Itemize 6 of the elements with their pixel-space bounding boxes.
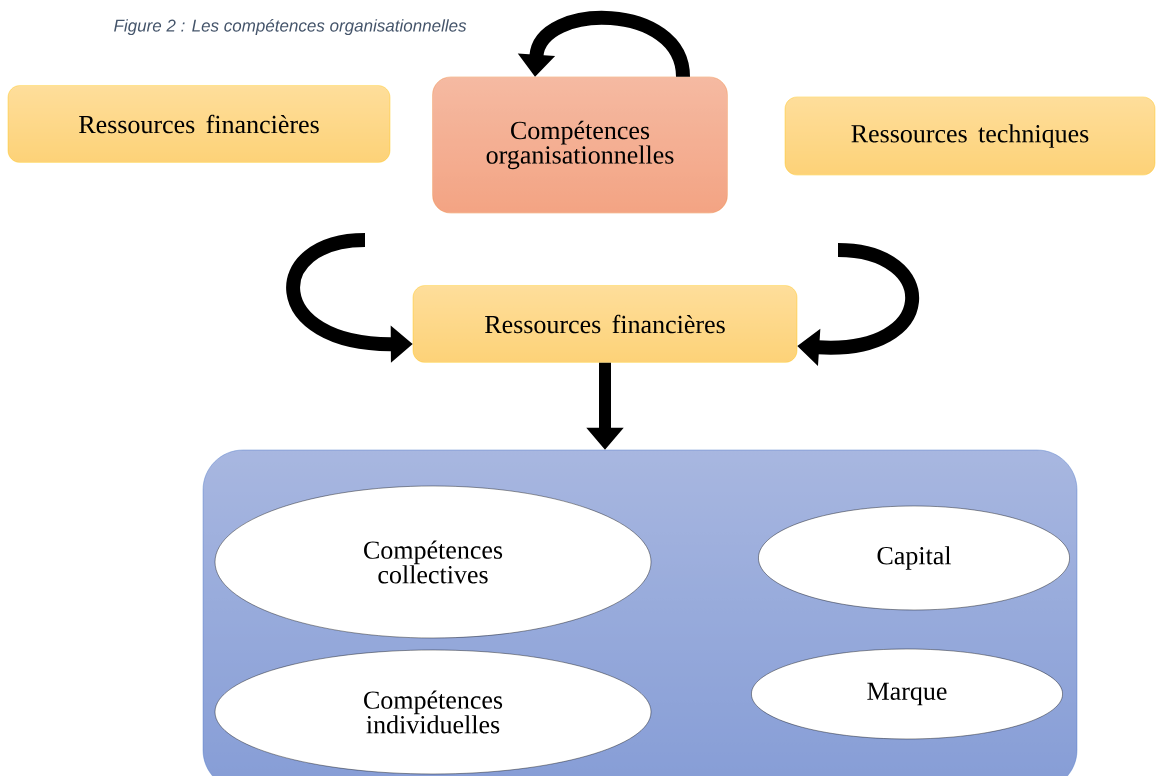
figure-caption: Figure 2 : Les compétences organisationnelles [114,19,467,35]
container-box [202,449,1078,776]
resource-box: Ressources financières [7,85,391,163]
competence-box: Compétences organisationnelles [432,76,728,214]
resource-box: Ressources financières [412,285,798,363]
resource-box: Ressources techniques [784,96,1156,176]
